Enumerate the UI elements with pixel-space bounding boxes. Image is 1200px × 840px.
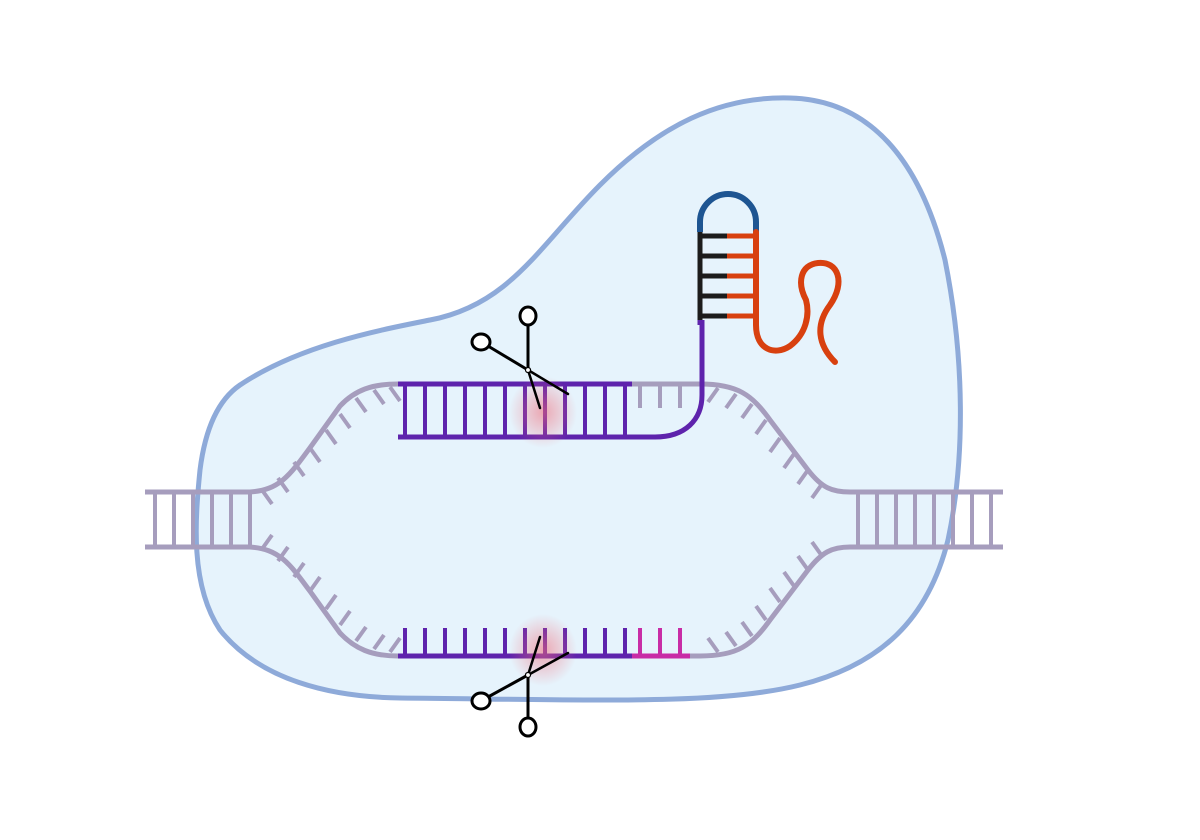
base-tick [768,436,782,454]
base-tick [354,625,368,643]
base-tick [724,630,738,648]
base-tick [354,396,368,414]
cas9-protein-body [193,95,963,703]
base-tick [754,604,768,622]
base-tick [338,412,352,430]
base-tick [810,482,824,500]
base-tick [388,636,402,654]
cleavage-site-upper [509,376,577,448]
base-tick [740,620,754,638]
base-tick [372,633,386,651]
tracr-rna-strand [753,229,842,365]
base-tick [324,593,338,611]
scissors-icon [470,305,570,410]
base-tick [308,575,322,593]
base-tick [796,554,810,572]
base-tick [706,386,720,404]
base-tick [324,428,338,446]
base-tick [754,418,768,436]
base-tick [740,402,754,420]
dna-base-pairs [153,385,993,654]
base-tick [796,468,810,486]
guide-rna-backbone [398,320,705,440]
cleavage-site-lower [509,614,577,686]
base-tick [372,388,386,406]
guide-rna-tracrrna-hairpin [700,233,756,319]
scissors-icon [470,635,570,738]
base-tick [768,586,782,604]
stem-loop-cap [697,191,759,232]
base-tick [706,636,720,654]
base-tick [782,452,796,470]
base-tick [782,570,796,588]
base-tick [338,609,352,627]
base-tick [308,446,322,464]
base-tick [724,392,738,410]
base-tick [388,385,402,403]
